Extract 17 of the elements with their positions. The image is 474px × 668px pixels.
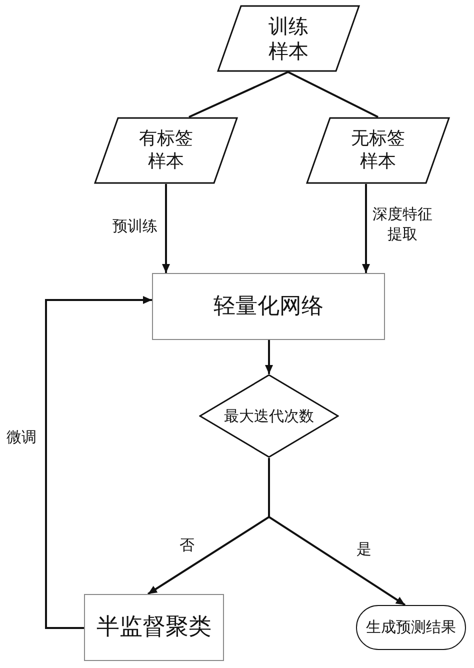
process-box: 半监督聚类 xyxy=(84,594,224,661)
node-text: 最大迭代次数 xyxy=(224,406,314,426)
arrow xyxy=(162,184,170,273)
arrow xyxy=(268,458,406,606)
node-text: 训练样本 xyxy=(268,14,310,64)
connector-line xyxy=(188,71,288,118)
process-box: 轻量化网络 xyxy=(152,273,385,340)
connector-line xyxy=(288,71,378,118)
edge-label: 微调 xyxy=(4,428,38,448)
arrow xyxy=(45,296,152,629)
edge-label: 是 xyxy=(355,540,373,560)
arrow xyxy=(265,340,273,374)
node-text: 有标签样本 xyxy=(138,128,194,173)
arrow xyxy=(362,184,370,273)
node-text: 无标签样本 xyxy=(350,128,406,173)
edge-label: 深度特征提取 xyxy=(371,205,434,244)
terminal-box: 生成预测结果 xyxy=(356,605,466,650)
